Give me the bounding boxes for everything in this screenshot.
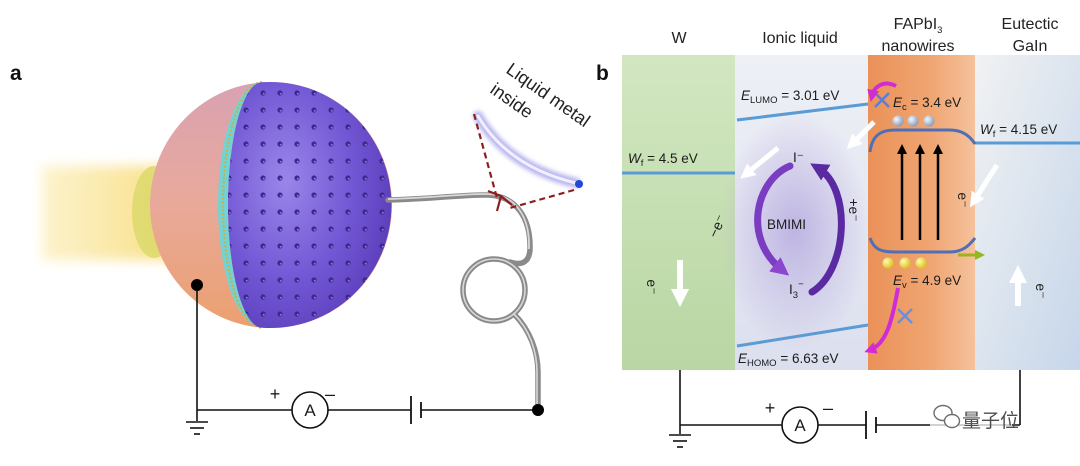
ammeter-icon — [291, 391, 329, 429]
iodide-label: I⁻ — [793, 150, 804, 165]
electron-ball — [892, 115, 904, 127]
valence-band-curve — [868, 237, 977, 254]
triiodide-label: I3− — [789, 279, 804, 301]
contact-dot-a-right — [532, 404, 544, 416]
electron-label-nanowire: e⁻ — [955, 192, 971, 207]
ammeter-plus: + — [270, 384, 281, 404]
electron-ball — [923, 115, 935, 127]
column-header-gain: GaIn — [1013, 38, 1048, 55]
lumo-label: ELUMO = 3.01 eV — [741, 88, 839, 106]
electron-ball — [907, 115, 919, 127]
w-electrode-region — [622, 55, 735, 370]
ionic-liquid-haze — [720, 110, 870, 350]
ammeter-symbol: A — [794, 416, 806, 435]
electron-flow-arrow-nanowire — [846, 120, 876, 150]
hole-ball — [915, 257, 927, 269]
circuit-a — [196, 285, 538, 421]
lumo-line — [736, 102, 869, 122]
electron-flow-arrow-ionic — [740, 146, 780, 179]
panel-a-label: a — [10, 62, 22, 85]
chat-bubbles-icon — [933, 404, 961, 429]
homo-line — [736, 323, 869, 348]
panel-a: a Liquid metal inside — [10, 59, 594, 435]
blocked-transfer-arrow-top — [867, 81, 897, 102]
ammeter-symbol: A — [304, 401, 316, 420]
ammeter-icon — [781, 406, 819, 444]
wire-tip — [476, 114, 578, 185]
ground-icon — [186, 421, 208, 435]
wire-tip-end — [575, 180, 583, 188]
shell-holes — [228, 82, 392, 328]
blocked-cross-icon — [897, 308, 913, 324]
electron-flow-arrow-gain-in — [969, 163, 1000, 208]
conduction-band-label: Ec = 3.4 eV — [893, 95, 961, 113]
gain-work-function-label: Wf = 4.15 eV — [980, 122, 1057, 140]
panel-b: b W Ionic liquid FAPbI3 nanowires Eutect… — [596, 16, 1080, 448]
electron-label-gain: e⁻ — [1033, 283, 1049, 298]
column-header-nanowires-formula: FAPbI3 — [894, 16, 943, 36]
column-header-ionic-liquid: Ionic liquid — [762, 30, 838, 47]
column-header-eutectic: Eutectic — [1002, 16, 1059, 33]
blocked-transfer-arrow-bottom — [864, 287, 900, 354]
hole-ball — [882, 257, 894, 269]
watermark-text: 量子位 — [962, 410, 1019, 432]
ground-icon — [669, 434, 691, 448]
reduction-label: +e⁻ — [846, 198, 862, 221]
homo-label: EHOMO = 6.63 eV — [738, 351, 839, 369]
nanowire-region — [868, 55, 975, 370]
ammeter-plus: + — [765, 398, 776, 418]
column-header-nanowires: nanowires — [882, 38, 955, 55]
ammeter-minus: – — [325, 384, 335, 404]
valence-band-label: Ev = 4.9 eV — [893, 273, 961, 291]
hole-ball — [899, 257, 911, 269]
contact-dot-a-left — [191, 279, 203, 291]
w-work-function-label: Wf = 4.5 eV — [628, 151, 698, 169]
zoom-line-left — [472, 113, 499, 199]
ammeter-minus: – — [823, 398, 833, 418]
zoom-bracket — [487, 189, 513, 212]
electrolyte-label: BMIMI — [767, 217, 806, 232]
column-header-w: W — [671, 30, 687, 47]
redox-arrow-left — [754, 162, 794, 276]
liquid-metal-wire — [385, 192, 541, 407]
conduction-band-curve — [868, 128, 977, 153]
redox-arrow-right — [808, 163, 845, 296]
watermark: 量子位 — [930, 402, 1019, 436]
panel-b-label: b — [596, 62, 609, 85]
gain-electrode-region — [975, 55, 1080, 370]
zoom-line-right — [509, 188, 575, 210]
electron-label-w: e⁻ — [644, 279, 660, 294]
